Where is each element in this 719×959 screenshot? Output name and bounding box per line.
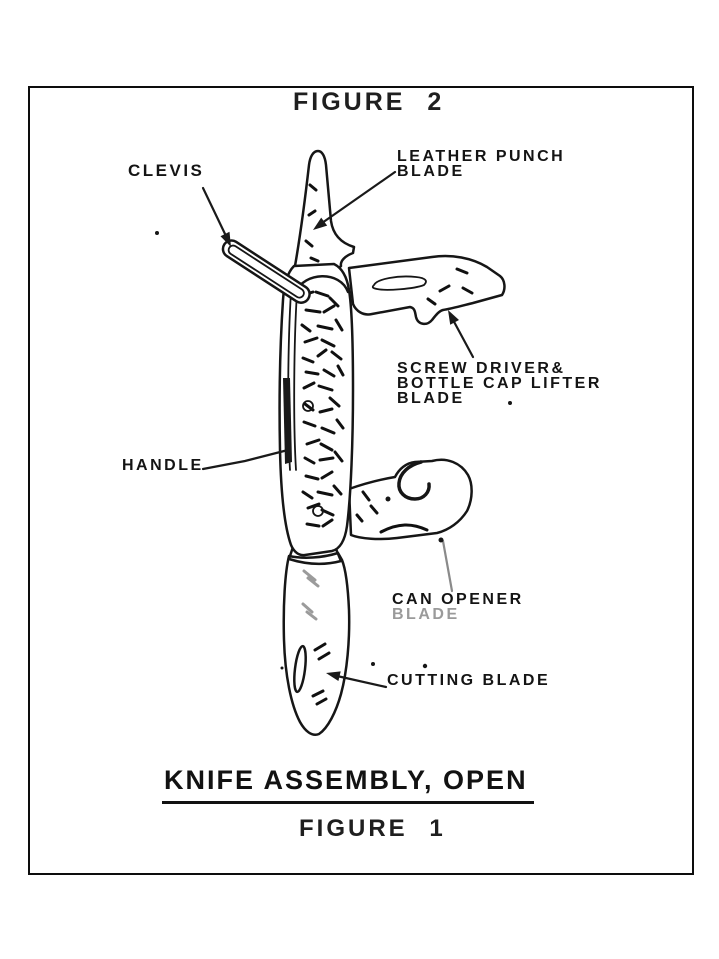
- handle-dark-strip: [283, 378, 292, 464]
- cutting-blade-marks: [311, 642, 331, 706]
- nail-nick: [293, 644, 307, 694]
- handle-leader-line: [201, 448, 290, 471]
- scan-specks: [155, 231, 512, 670]
- callout-leather-punch: LEATHER PUNCH BLADE: [397, 148, 566, 180]
- callout-leaders: [201, 170, 475, 689]
- screwdriver-line2: BOTTLE CAP LIFTER: [397, 375, 602, 392]
- clevis-drawing: [221, 239, 311, 304]
- screwdriver-blade-drawing: [347, 254, 506, 326]
- screwdriver-marks: [426, 267, 474, 306]
- leather-punch-line1: LEATHER PUNCH: [397, 148, 566, 165]
- can-opener-leader-line: [441, 539, 454, 593]
- can-opener-marks: [355, 490, 379, 523]
- screwdriver-arrowhead: [448, 310, 459, 325]
- handle-drawing: [278, 262, 355, 557]
- callout-can-opener: CAN OPENER BLADE: [392, 591, 524, 623]
- can-opener-line2: BLADE: [392, 606, 460, 623]
- clevis-arrowhead: [220, 231, 231, 247]
- diagram-frame: [28, 86, 694, 875]
- can-opener-spot: [385, 496, 391, 502]
- callout-screwdriver: SCREW DRIVER& BOTTLE CAP LIFTER BLADE: [397, 360, 602, 407]
- knife-drawing: [155, 149, 512, 736]
- can-opener-bottom-arc: [379, 523, 429, 534]
- can-opener-curl: [397, 460, 431, 501]
- leather-punch-line2: BLADE: [397, 163, 465, 180]
- screwdriver-slot: [371, 275, 427, 291]
- cutting-blade-arrow-line: [335, 674, 388, 689]
- can-opener-line1: CAN OPENER: [392, 591, 524, 608]
- figure-2-caption: FIGURE 2: [293, 88, 445, 116]
- screwdriver-line3: BLADE: [397, 390, 465, 407]
- figure-1-caption: FIGURE 1: [299, 815, 446, 842]
- cutting-blade-gray-marks: [301, 569, 320, 621]
- leather-punch-marks: [304, 183, 320, 263]
- callout-clevis: CLEVIS: [128, 161, 205, 180]
- leather-punch-blade-drawing: [293, 149, 356, 273]
- handle-hole-upper: [302, 400, 314, 412]
- leather-punch-arrowhead: [313, 217, 328, 230]
- cutting-blade-arrowhead: [326, 671, 341, 681]
- title-wrap: KNIFE ASSEMBLY, OPEN: [162, 765, 534, 804]
- handle-hole-lower: [312, 505, 324, 517]
- callout-handle: HANDLE: [122, 457, 204, 474]
- screwdriver-arrow-line: [450, 316, 475, 359]
- callout-cutting-blade: CUTTING BLADE: [387, 672, 551, 689]
- clevis-arrow-line: [201, 186, 228, 238]
- can-opener-leader-dot: [438, 537, 444, 543]
- diagram-title: KNIFE ASSEMBLY, OPEN: [162, 765, 534, 804]
- screwdriver-line1: SCREW DRIVER&: [397, 360, 566, 377]
- leather-punch-arrow-line: [320, 170, 397, 225]
